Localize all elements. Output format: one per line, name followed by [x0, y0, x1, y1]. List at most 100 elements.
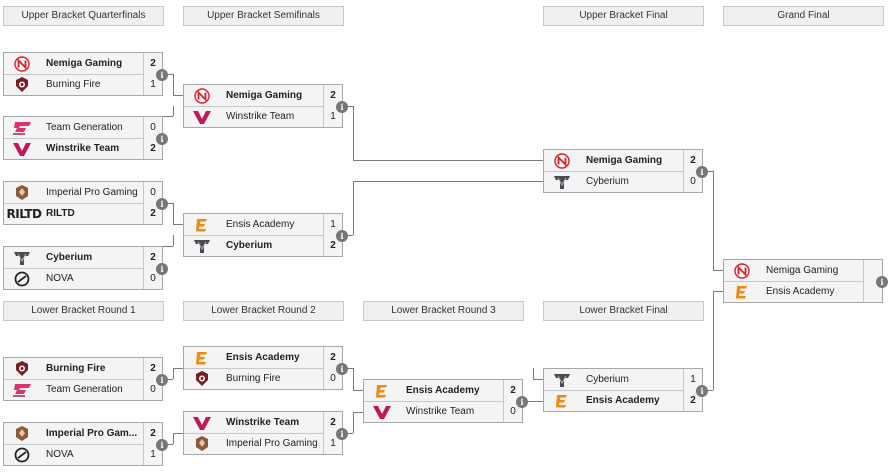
team-name: Winstrike Team [226, 417, 300, 428]
connector-line [713, 291, 714, 390]
team-name: Cyberium [46, 252, 93, 263]
team-score: 2 [323, 412, 342, 433]
match-info-icon[interactable]: i [156, 374, 168, 386]
team-name: Winstrike Team [226, 111, 295, 122]
connector-line [173, 74, 174, 95]
team-name: Cyberium [226, 240, 273, 251]
team-row[interactable]: Nemiga Gaming [724, 260, 882, 282]
header-upper-final: Upper Bracket Final [543, 6, 704, 26]
header-grand-final: Grand Final [723, 6, 884, 26]
team-name: Burning Fire [226, 373, 281, 384]
team-score: 2 [683, 150, 702, 171]
match-info-icon[interactable]: i [336, 428, 348, 440]
match-info-icon[interactable]: i [156, 198, 168, 210]
team-name: Ensis Academy [766, 286, 835, 297]
nova-logo-icon [10, 270, 34, 287]
team-row[interactable]: Nemiga Gaming 2 [544, 150, 702, 172]
header-upper-semifinals: Upper Bracket Semifinals [183, 6, 344, 26]
winstrike-logo-icon [190, 414, 214, 431]
connector-line [353, 181, 354, 235]
team-name: Imperial Pro Gaming [46, 187, 138, 198]
match-info-icon[interactable]: i [336, 101, 348, 113]
nemiga-logo-icon [730, 262, 754, 279]
imperial-logo-icon [10, 425, 34, 442]
connector-line [353, 412, 363, 413]
connector-line [343, 368, 353, 369]
team-score: 2 [143, 53, 162, 74]
connector-line [343, 106, 353, 107]
connector-line [173, 203, 174, 224]
connector-line [163, 379, 173, 380]
match-info-icon[interactable]: i [876, 276, 888, 288]
match-info-icon[interactable]: i [156, 69, 168, 81]
match-info-icon[interactable]: i [696, 385, 708, 397]
connector-line [173, 433, 183, 434]
connector-line [353, 390, 363, 391]
team-name: Burning Fire [46, 79, 101, 90]
ensis-logo-icon [190, 349, 214, 366]
team-name: Nemiga Gaming [586, 155, 663, 166]
team-row[interactable]: Winstrike Team 2 [184, 412, 342, 434]
winstrike-logo-icon [190, 108, 214, 125]
imperial-logo-icon [10, 184, 34, 201]
match-info-icon[interactable]: i [336, 363, 348, 375]
team-name: Ensis Academy [226, 219, 295, 230]
team-name: Imperial Pro Gam... [46, 428, 138, 439]
team-row[interactable]: Imperial Pro Gam... 2 [4, 423, 162, 445]
connector-line [713, 171, 714, 270]
connector-line [163, 203, 173, 204]
team-row[interactable]: Ensis Academy [724, 281, 882, 302]
connector-line [173, 95, 183, 96]
match-info-icon[interactable]: i [156, 133, 168, 145]
connector-line [173, 433, 174, 444]
connector-line [353, 368, 354, 390]
team-score: 2 [143, 423, 162, 444]
connector-line [163, 74, 173, 75]
team-name: Ensis Academy [586, 395, 660, 406]
match-info-icon[interactable]: i [156, 263, 168, 275]
match-info-icon[interactable]: i [516, 396, 528, 408]
match-info-icon[interactable]: i [696, 166, 708, 178]
connector-line [703, 171, 713, 172]
match-info-icon[interactable]: i [156, 439, 168, 451]
match-info-icon[interactable]: i [336, 230, 348, 242]
team-name: Nemiga Gaming [766, 265, 839, 276]
